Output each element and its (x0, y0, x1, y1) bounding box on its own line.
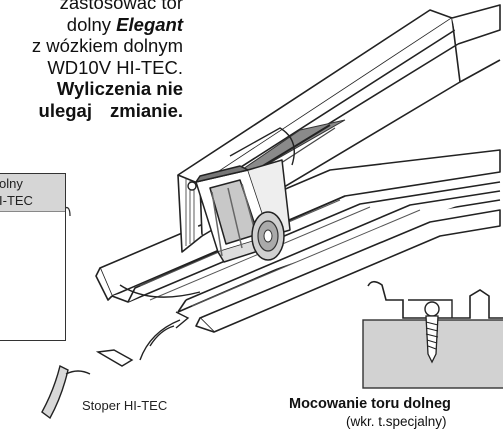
text-line-2: dolny Elegant (66, 13, 183, 35)
inset-detail-box: olny I-TEC (0, 173, 66, 341)
bottom-rail (95, 149, 501, 333)
stoper-part (41, 325, 175, 420)
text-line-4: WD10V HI-TEC. (47, 56, 183, 78)
inset-label-2: I-TEC (0, 193, 33, 208)
inset-header: olny I-TEC (0, 174, 65, 212)
mounting-detail (362, 280, 503, 389)
mount-note: (wkr. t.specjalny) (346, 414, 447, 429)
inset-label-1: olny (0, 176, 23, 191)
carriage (195, 159, 291, 263)
stoper-label: Stoper HI-TEC (82, 398, 168, 413)
text-line-1: zastosować tor (59, 0, 183, 13)
carriage-wheel (251, 211, 285, 261)
description-paragraph: zastosować tor dolny Elegant z wózkiem d… (0, 0, 183, 121)
product-name: Elegant (116, 13, 183, 35)
text-line-6: ulegaj zmianie. (38, 99, 183, 121)
text-line-3: z wózkiem dolnym (31, 35, 183, 56)
text-line-5: Wyliczenia nie (56, 78, 183, 99)
mount-caption: Mocowanie toru dolneg (289, 396, 451, 412)
